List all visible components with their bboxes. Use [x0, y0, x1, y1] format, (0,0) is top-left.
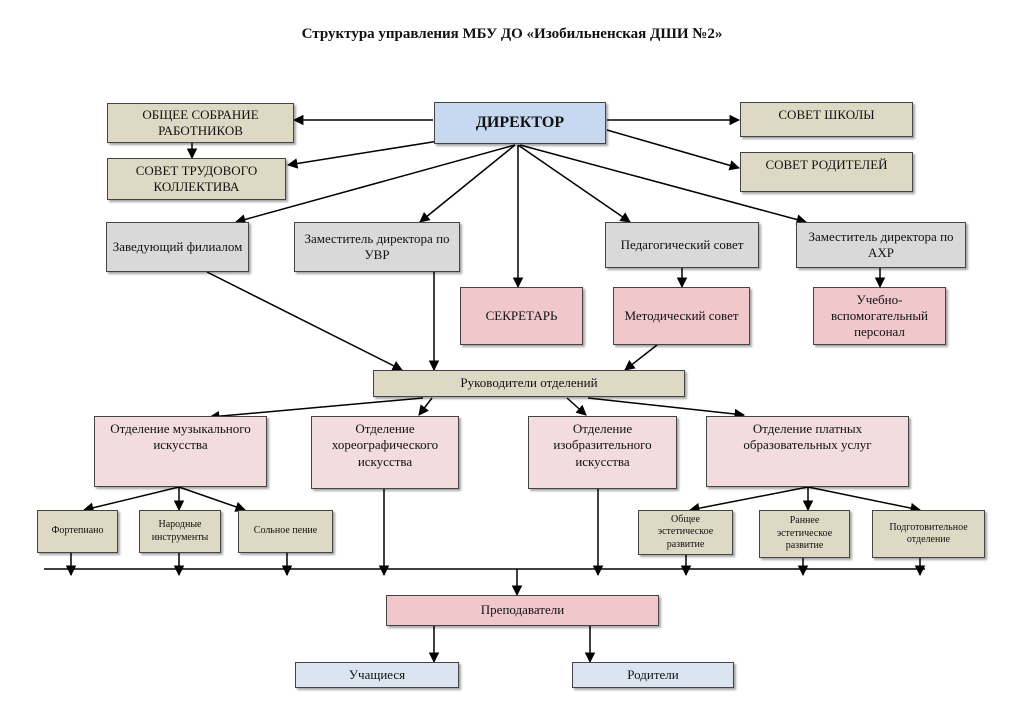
preparatory-box: Подготовительное отделение: [872, 510, 985, 558]
piano-box: Фортепиано: [37, 510, 118, 553]
secretary-box: СЕКРЕТАРЬ: [460, 287, 583, 345]
early-aesthetic-box: Раннее эстетическое развитие: [759, 510, 850, 558]
ped-council-box: Педагогический совет: [605, 222, 759, 268]
general-aesthetic-box: Общее эстетическое развитие: [638, 510, 733, 555]
page-title: Структура управления МБУ ДО «Изобильненс…: [301, 26, 723, 42]
general-meeting-box: ОБЩЕЕ СОБРАНИЕ РАБОТНИКОВ: [107, 103, 294, 143]
dept-music-box: Отделение музыкального искусства: [94, 416, 267, 487]
solo-singing-box: Сольное пение: [238, 510, 333, 553]
dept-art-box: Отделение изобразительного искусства: [528, 416, 677, 489]
labor-council-box: СОВЕТ ТРУДОВОГО КОЛЛЕКТИВА: [107, 158, 286, 200]
deputy-uvr-box: Заместитель директора по УВР: [294, 222, 460, 272]
method-council-box: Методический совет: [613, 287, 750, 345]
dept-choreo-box: Отделение хореографического искусства: [311, 416, 459, 489]
director-box: ДИРЕКТОР: [434, 102, 606, 144]
teachers-box: Преподаватели: [386, 595, 659, 626]
support-staff-box: Учебно-вспомогательный персонал: [813, 287, 946, 345]
dept-paid-box: Отделение платных образовательных услуг: [706, 416, 909, 487]
branch-head-box: Заведующий филиалом: [106, 222, 249, 272]
folk-instruments-box: Народные инструменты: [139, 510, 221, 553]
dept-heads-box: Руководители отделений: [373, 370, 685, 397]
parents-box: Родители: [572, 662, 734, 688]
school-council-box: СОВЕТ ШКОЛЫ: [740, 102, 913, 137]
parents-council-box: СОВЕТ РОДИТЕЛЕЙ: [740, 152, 913, 192]
deputy-ahr-box: Заместитель директора по АХР: [796, 222, 966, 268]
students-box: Учащиеся: [295, 662, 459, 688]
